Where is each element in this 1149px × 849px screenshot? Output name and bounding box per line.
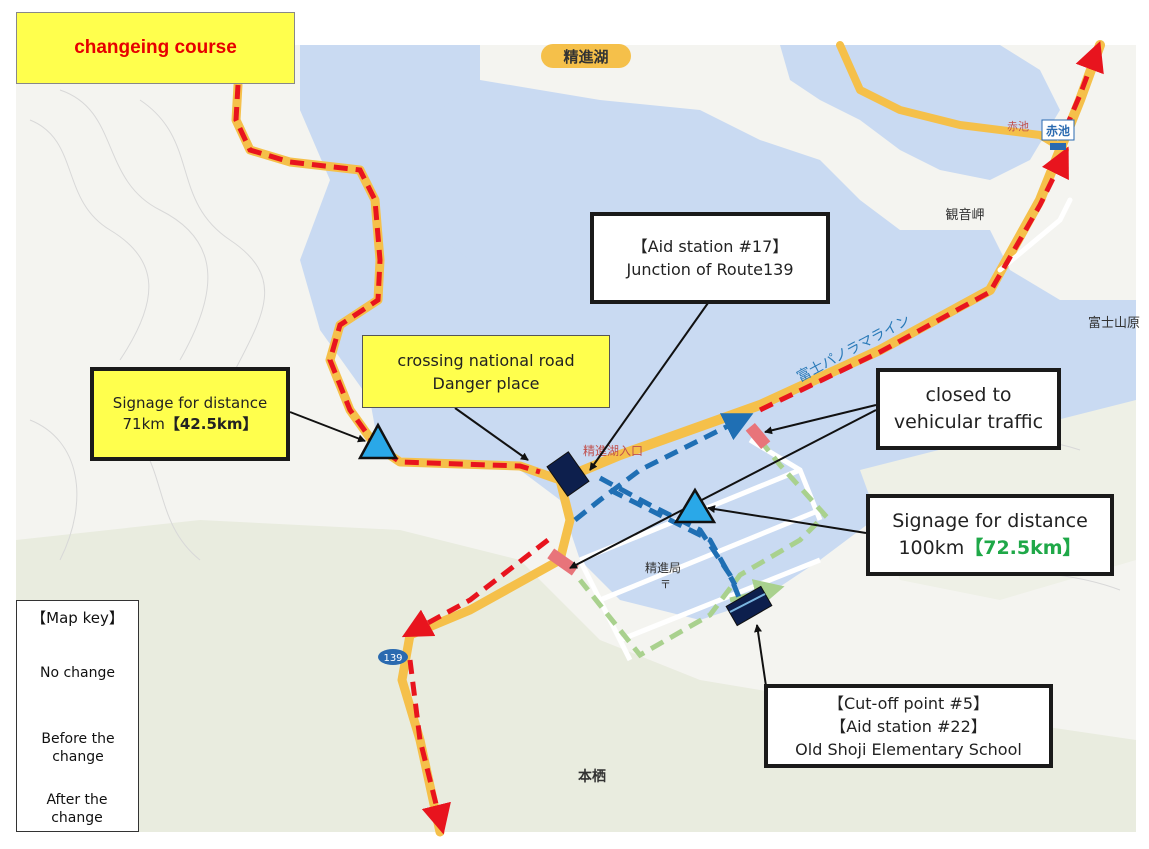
map-key-before: Before the change (41, 731, 115, 765)
signage100-highlight: 【72.5km】 (964, 537, 1082, 559)
map-key-title: 【Map key】 (31, 609, 124, 627)
fujisan-label: 富士山原 (1088, 315, 1140, 331)
closed-line1: closed to (925, 384, 1012, 406)
route-after-change-loop2 (608, 487, 738, 587)
pointer-crossing (454, 407, 529, 461)
route-no-change-east (758, 146, 1069, 413)
akaike-badge (1041, 119, 1075, 141)
signage71-highlight: 【42.5km】 (164, 415, 258, 433)
cutoff-line1: 【Cut-off point #5】 (827, 693, 990, 713)
route-after-change-main (573, 413, 754, 522)
pointer-aid17 (589, 302, 709, 471)
callout-signage-71km: Signage for distance 71km【42.5km】 (90, 367, 290, 461)
lake-label: 精進湖 (563, 48, 608, 66)
closed-mark-west (547, 548, 579, 576)
route-no-change-south (401, 538, 550, 638)
callout-aid-station-17: 【Aid station #17】 Junction of Route139 (590, 212, 830, 304)
road-east-white (997, 197, 1073, 273)
akaike-station-icon (1050, 143, 1066, 150)
callout-crossing: crossing national road Danger place (362, 335, 610, 408)
aid17-line1: 【Aid station #17】 (631, 237, 789, 256)
route-no-change-east2 (1062, 40, 1104, 131)
shoji-post-label: 精進局 (645, 561, 681, 575)
signage-marker-71km (357, 422, 399, 460)
pointer-signage71 (289, 411, 366, 443)
pointer-closed-east (764, 404, 877, 435)
kannon-label: 観音岬 (945, 207, 984, 223)
pointer-cutoff (754, 624, 767, 687)
signage71-line1: Signage for distance (112, 394, 268, 412)
callout-pointers (289, 302, 877, 687)
signage71-line2: 71km【42.5km】 (122, 414, 257, 435)
signage71-prefix: 71km (122, 415, 165, 433)
signage100-line2: 100km【72.5km】 (898, 535, 1081, 562)
page-title-text: changeing course (74, 37, 237, 58)
closed-line2: vehicular traffic (893, 411, 1044, 433)
map-key-no-change: No change (39, 665, 115, 681)
callout-signage-100km: Signage for distance 100km【72.5km】 (866, 494, 1114, 576)
route-no-change-south2 (407, 659, 451, 835)
crossing-line2: Danger place (432, 373, 540, 393)
aid-station-17-marker (546, 451, 590, 497)
callout-closed-traffic: closed to vehicular traffic (876, 368, 1061, 450)
motosu-label: 本栖 (578, 768, 606, 785)
map-key: 【Map key】 No change Before the change Af… (16, 600, 139, 832)
post-mark: 〒 (660, 578, 671, 591)
signage-marker-100km (673, 487, 717, 524)
map-key-after: After the change (46, 792, 108, 826)
akaike-small-label: 赤池 (1007, 120, 1029, 133)
aid17-line2: Junction of Route139 (626, 260, 794, 279)
cutoff-line2: 【Aid station #22】 (830, 716, 987, 736)
akaike-badge-text: 赤池 (1046, 123, 1070, 138)
route-139-badge (378, 649, 408, 665)
pointer-closed-west (569, 409, 877, 569)
route-139-label: 139 (383, 653, 402, 664)
route-before-change (578, 438, 829, 659)
aid-station-22-stripe (729, 593, 766, 613)
page-title: changeing course (16, 12, 295, 84)
callout-cutoff-point: 【Cut-off point #5】 【Aid station #22】 Old… (764, 684, 1053, 768)
route-after-change-loop (598, 475, 743, 601)
lake-label-bg (541, 44, 631, 68)
pointer-signage100 (707, 505, 867, 534)
signage100-line1: Signage for distance (892, 510, 1088, 532)
crossing-line1: crossing national road (397, 350, 575, 370)
road-panorama (555, 40, 1105, 485)
shojiko-iriguchi-label: 精進湖入口 (583, 443, 643, 458)
cutoff-line3: Old Shoji Elementary School (795, 739, 1022, 759)
signage100-prefix: 100km (898, 537, 965, 559)
